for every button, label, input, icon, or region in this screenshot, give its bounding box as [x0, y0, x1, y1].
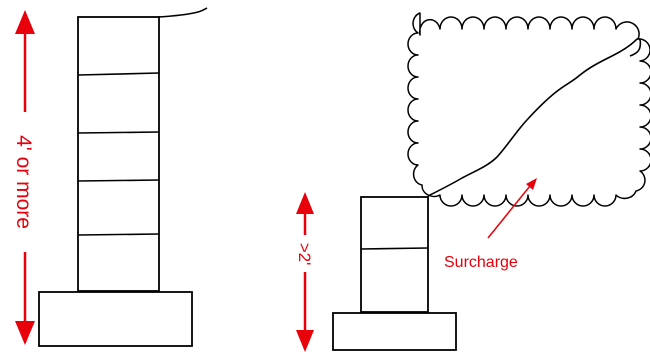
- surcharge-annotation: Surcharge: [444, 178, 537, 271]
- left-course-line-3: [77, 179, 160, 182]
- left-course-line-1: [77, 72, 160, 76]
- right-course-line-1: [360, 247, 429, 250]
- surcharge-label: Surcharge: [444, 254, 518, 271]
- left-arrowhead-top: [15, 10, 35, 34]
- left-height-label: 4' or more: [12, 135, 35, 229]
- right-height-dimension: >2': [295, 192, 314, 352]
- left-ground-line: [157, 7, 208, 18]
- right-height-label: >2': [295, 243, 314, 266]
- right-arrowhead-top: [296, 192, 314, 214]
- left-wall-stem: [77, 16, 160, 292]
- left-course-line-4: [77, 233, 160, 236]
- left-arrowhead-bottom: [15, 321, 35, 345]
- surcharge-pointer-line: [487, 185, 531, 239]
- surcharge-cloud-outline: [407, 12, 650, 207]
- left-course-line-2: [77, 131, 160, 134]
- left-footing: [38, 291, 193, 347]
- right-arrowhead-bottom: [296, 330, 314, 352]
- left-height-dimension: 4' or more: [12, 10, 35, 345]
- surcharge-pointer-arrowhead: [526, 178, 537, 190]
- right-wall: [332, 196, 457, 351]
- right-wall-stem: [360, 196, 429, 313]
- surcharge-slope-line: [427, 37, 642, 197]
- surcharge-cloud: [407, 12, 650, 207]
- right-footing: [332, 312, 457, 351]
- left-wall: [38, 7, 208, 347]
